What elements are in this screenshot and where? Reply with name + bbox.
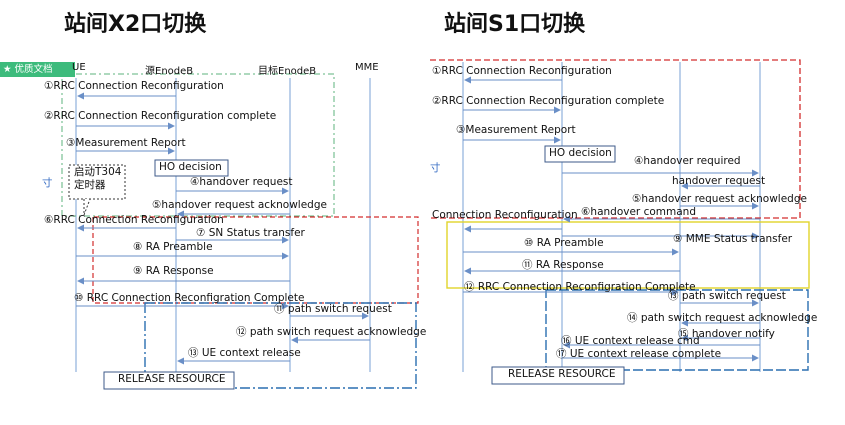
right-step-14: ⑭ path switch request acknowledge <box>627 312 818 324</box>
title-x2-handover: 站间X2口切换 <box>64 12 207 37</box>
left-diagram-lines <box>61 73 419 390</box>
left-ho-decision: HO decision <box>159 161 222 173</box>
left-step-8: ⑧ RA Preamble <box>133 241 213 253</box>
preparation-phase-box-right <box>430 59 801 219</box>
execution-phase-box <box>92 216 419 304</box>
right-handover-request: handover request <box>672 175 766 187</box>
right-step-1: ①RRC Connection Reconfiguration <box>432 65 612 77</box>
left-step-10: ⑩ RRC Connection Reconfigration Complete <box>74 292 305 304</box>
right-step-3: ③Measurement Report <box>456 124 576 136</box>
header-mme: MME <box>355 62 379 73</box>
t304-timer-box <box>68 164 126 200</box>
left-step-1: ①RRC Connection Reconfiguration <box>44 80 224 92</box>
right-step-4: ④handover required <box>634 155 741 167</box>
right-step-6: ⑥handover command <box>581 206 696 218</box>
t304-timer-label: 启动T304 定时器 <box>74 166 122 191</box>
right-step-15: ⑮ handover notify <box>678 328 775 340</box>
right-connection-reconfiguration: Connection Reconfiguration <box>432 209 578 221</box>
right-diagram-lines <box>430 59 810 385</box>
right-step-12: ⑫ RRC Connection Reconfigration Complete <box>464 281 696 293</box>
left-step-11: ⑪ path switch request <box>274 303 392 315</box>
right-ho-decision: HO decision <box>549 147 612 159</box>
right-step-13: ⑬ path switch request <box>668 290 786 302</box>
title-s1-handover: 站间S1口切换 <box>444 12 586 37</box>
right-step-mme-status: ⑨ MME Status transfer <box>673 233 793 245</box>
ho-decision-box-left <box>154 159 229 177</box>
left-step-9: ⑨ RA Response <box>133 265 214 277</box>
header-target-enb: 目标EnodeB <box>258 66 317 77</box>
right-step-5: ⑤handover request acknowledge <box>632 193 807 205</box>
release-resource-box-right <box>491 366 625 385</box>
left-release-resource: RELEASE RESOURCE <box>118 373 226 385</box>
left-step-4: ④handover request <box>190 176 293 188</box>
ho-decision-box-right <box>544 145 616 163</box>
left-step-7: ⑦ SN Status transfer <box>196 227 305 239</box>
left-side-mark: 寸 <box>42 177 53 189</box>
right-release-resource: RELEASE RESOURCE <box>508 368 616 380</box>
star-icon: ★ 优质文档 <box>3 64 53 75</box>
header-ue: UE <box>72 62 86 73</box>
left-step-5: ⑤handover request acknowledge <box>152 199 327 211</box>
release-resource-box-left <box>103 371 235 390</box>
right-side-mark: 寸 <box>430 162 441 174</box>
quality-doc-badge[interactable]: ★ 优质文档 <box>0 62 75 77</box>
execution-phase-box-right <box>446 221 810 289</box>
right-step-17: ⑰ UE context release complete <box>556 348 722 360</box>
right-step-2: ②RRC Connection Reconfiguration complete <box>432 95 665 107</box>
preparation-phase-box <box>61 73 335 217</box>
left-step-12: ⑫ path switch request acknowledge <box>236 326 427 338</box>
left-step-3: ③Measurement Report <box>66 137 186 149</box>
left-step-6: ⑥RRC Connection Reconfiguration <box>44 214 224 226</box>
left-step-13: ⑬ UE context release <box>188 347 301 359</box>
right-step-ra-response: ⑪ RA Response <box>522 259 604 271</box>
header-source-enb: 源EnodeB <box>145 66 194 77</box>
right-step-16: ⑯ UE context release cmd <box>561 335 700 347</box>
completion-phase-box <box>144 302 417 389</box>
right-step-ra-preamble: ⑩ RA Preamble <box>524 237 604 249</box>
left-step-2: ②RRC Connection Reconfiguration complete <box>44 110 277 122</box>
